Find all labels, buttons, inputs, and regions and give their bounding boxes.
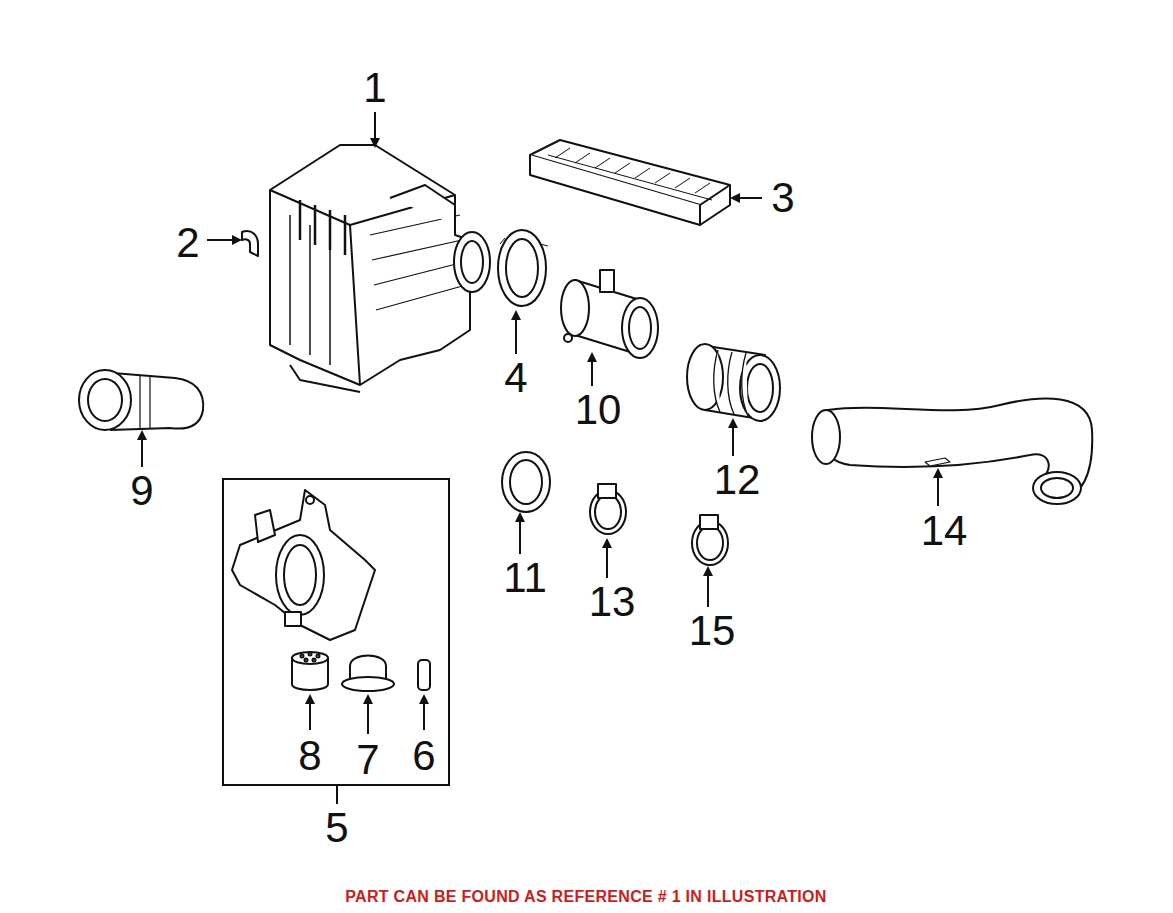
callout-number: 12 xyxy=(714,459,761,501)
callout-number: 3 xyxy=(771,177,794,219)
callout-number: 13 xyxy=(589,581,636,623)
parts-group-box: 8765 xyxy=(222,478,450,786)
callout-number: 8 xyxy=(298,735,321,777)
callout-number: 6 xyxy=(412,735,435,777)
callout-number: 4 xyxy=(504,357,527,399)
callout-number: 2 xyxy=(176,222,199,264)
callout-number: 5 xyxy=(325,807,348,849)
callout-number: 15 xyxy=(689,610,736,652)
callout-number: 7 xyxy=(356,739,379,781)
callout-number: 9 xyxy=(130,470,153,512)
caption-note: PART CAN BE FOUND AS REFERENCE # 1 IN IL… xyxy=(345,888,826,906)
callout-number: 14 xyxy=(921,510,968,552)
callout-number: 10 xyxy=(575,389,622,431)
callout-number: 11 xyxy=(503,557,547,599)
callout-number: 1 xyxy=(363,67,386,109)
